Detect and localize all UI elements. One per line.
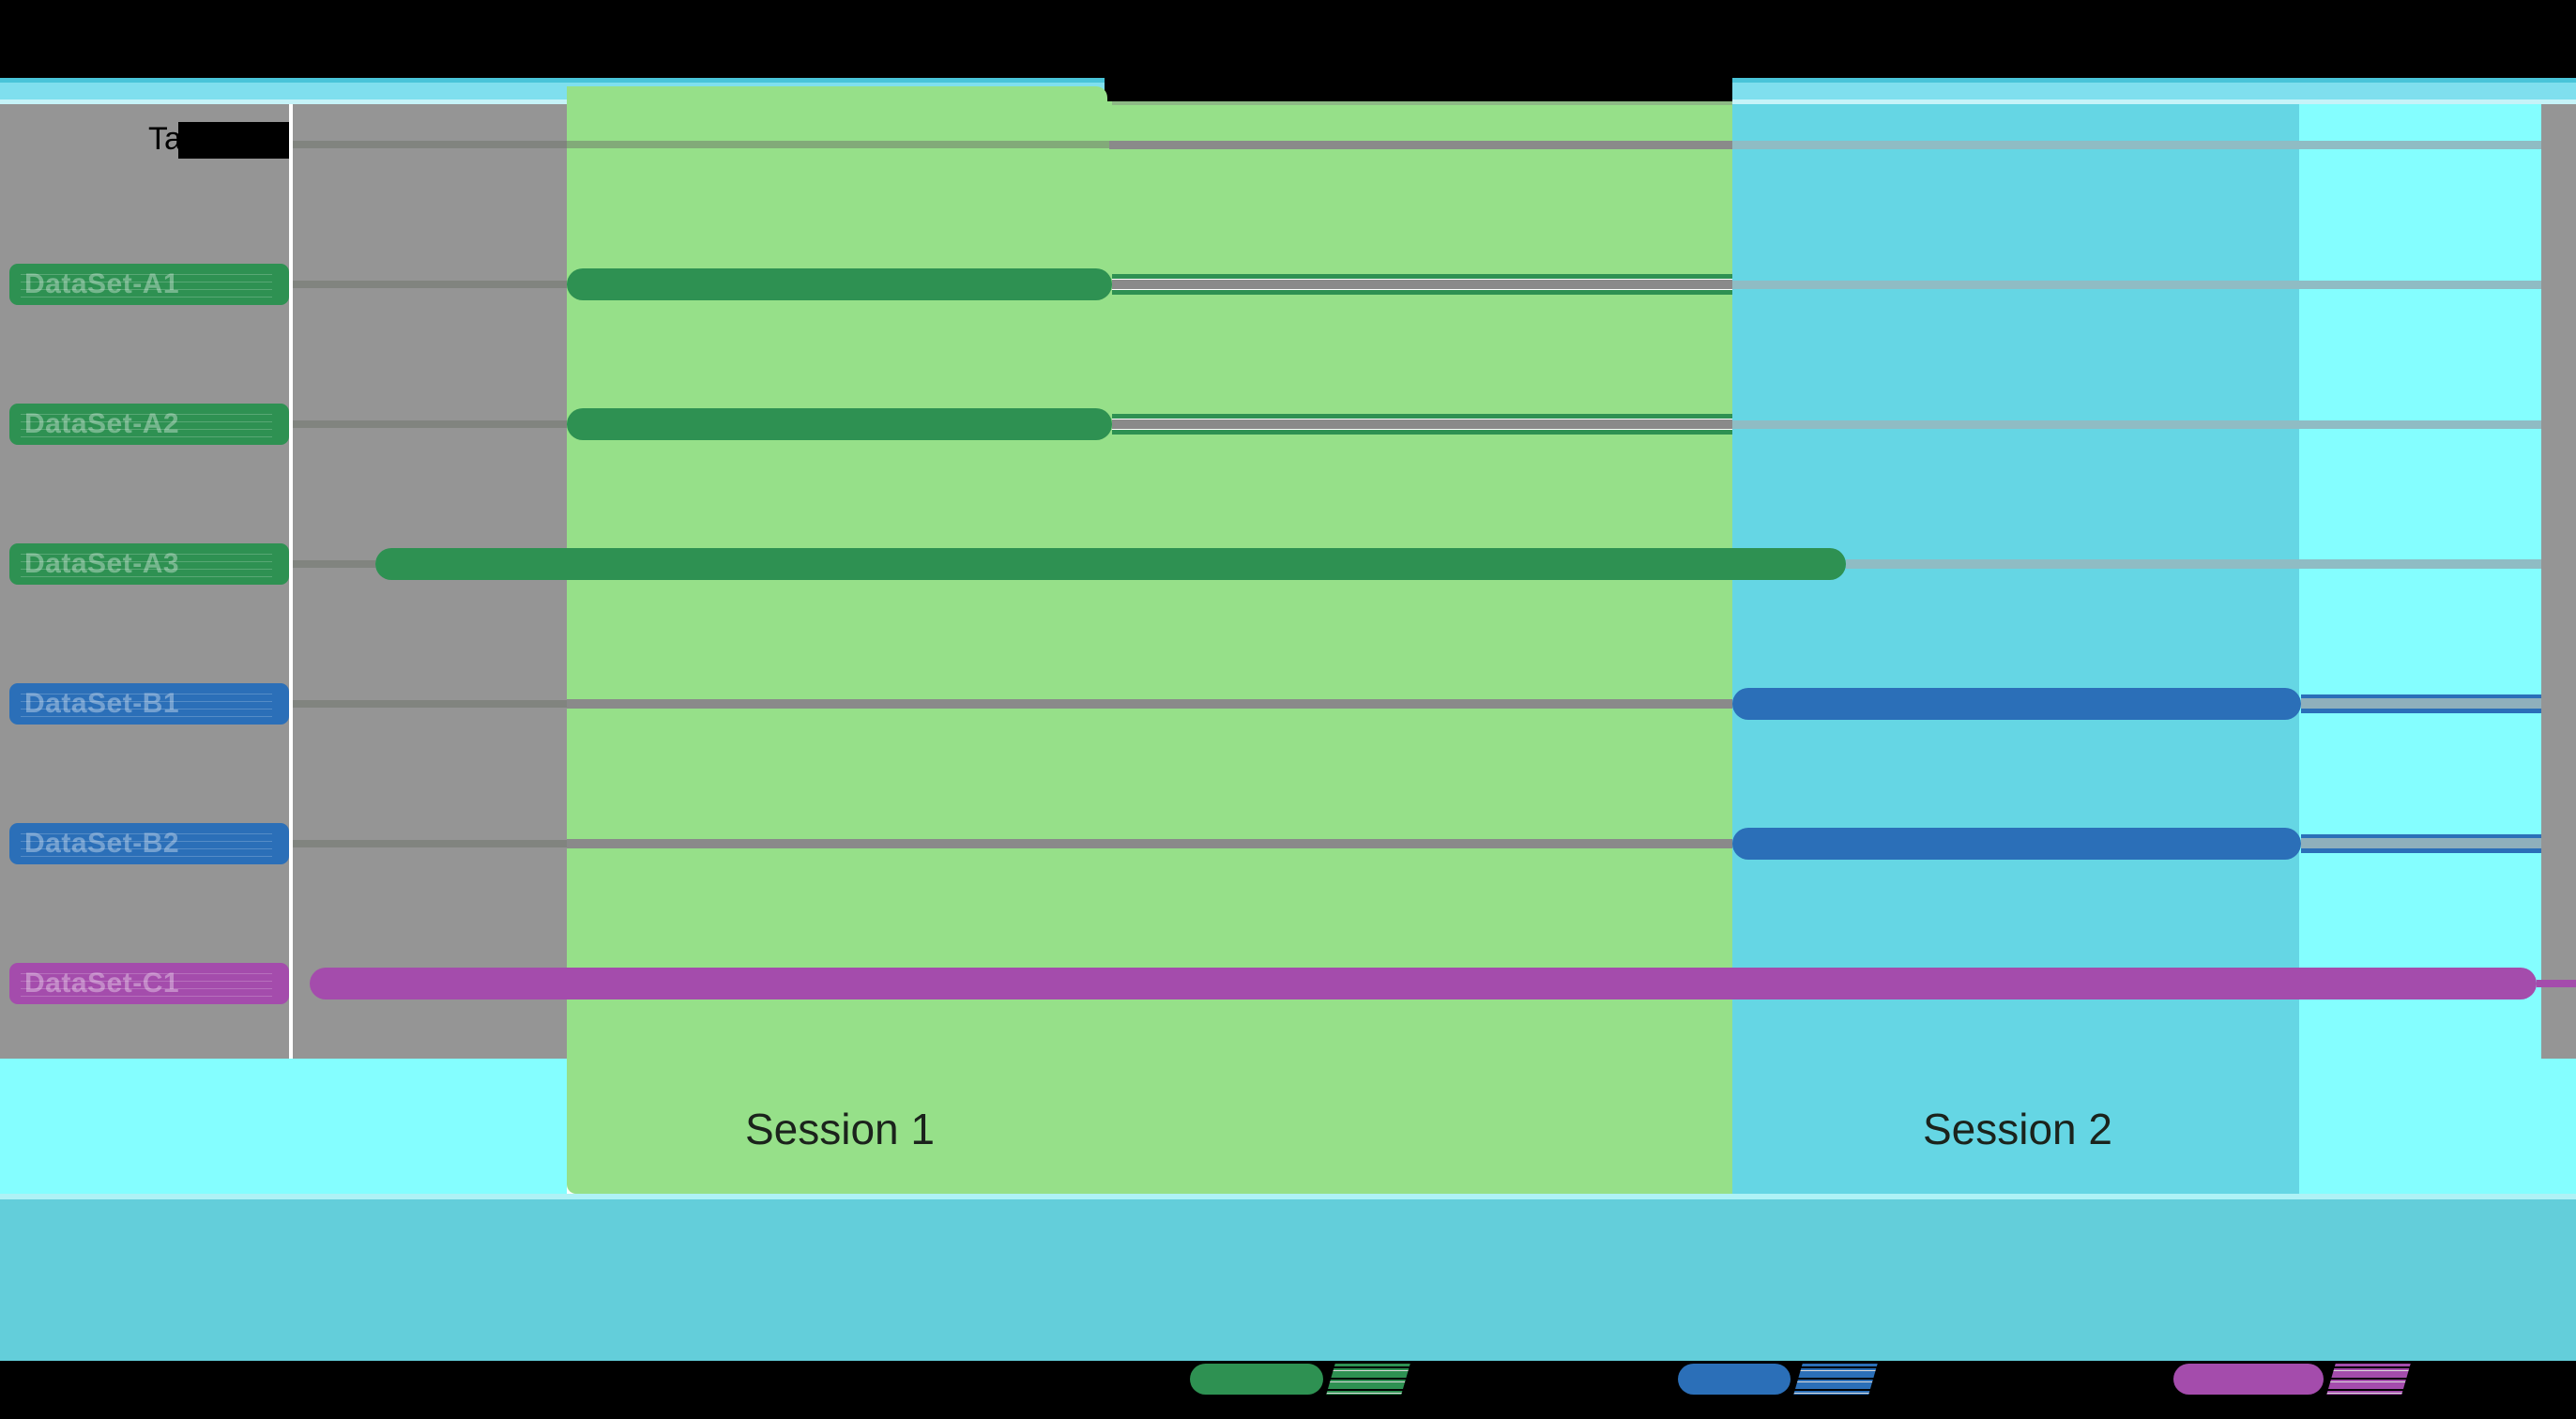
- gantt-bar-DataSet-A2: [567, 408, 1112, 440]
- gridline-left: [293, 700, 567, 708]
- gridline-empty-faint: [293, 141, 1109, 148]
- legend-swatch-2: [2173, 1364, 2324, 1395]
- gridline-mid: [567, 839, 1732, 848]
- task-label-text: DataSet-B1: [24, 683, 179, 725]
- task-label-pill: DataSet-A3: [9, 543, 289, 585]
- gridline-right: [1732, 281, 2541, 289]
- plot-top-edge-line: [1112, 101, 1732, 105]
- task-title-glitch-box: [178, 122, 289, 159]
- gridline-left: [293, 560, 375, 568]
- gridline-left: [293, 281, 567, 288]
- session2-label: Session 2: [1922, 1105, 2112, 1153]
- session2-band: [1732, 104, 2299, 1194]
- task-label-text: DataSet-A1: [24, 264, 179, 305]
- bar-tail-blue: [2301, 694, 2541, 713]
- right-gray-margin: [2541, 104, 2576, 1059]
- task-label-pill: DataSet-C1: [9, 963, 289, 1004]
- gridline-right: [1732, 420, 2541, 429]
- label-column-divider: [289, 104, 293, 1059]
- gridline-empty-gray: [1109, 141, 1732, 149]
- task-label-text: DataSet-C1: [24, 963, 179, 1004]
- session1-band-notch: [567, 86, 1107, 109]
- legend-swatch-0: [1190, 1364, 1323, 1395]
- plot-gray-zone: [293, 104, 567, 1059]
- task-label-text: DataSet-B2: [24, 823, 179, 864]
- gantt-bar-DataSet-A3: [375, 548, 1846, 580]
- bottom-lightcyan-right: [2541, 1059, 2576, 1194]
- task-label-text: DataSet-A2: [24, 404, 179, 445]
- gridline-right: [1846, 559, 2541, 569]
- label-glitch-lines: [20, 547, 273, 581]
- task-label-text: DataSet-A3: [24, 543, 179, 585]
- bottom-lightcyan-left: [0, 1059, 567, 1194]
- gridline-mid: [567, 699, 1732, 709]
- session1-band: [567, 101, 1732, 1194]
- legend-swatch-1: [1678, 1364, 1791, 1395]
- bar-tail-green: [1112, 414, 1732, 435]
- session1-label: Session 1: [744, 1105, 935, 1153]
- top-black-bar: [0, 0, 2576, 78]
- footer-transition-line: [0, 1194, 2576, 1199]
- bar-tail-blue: [2301, 834, 2541, 853]
- gridline-empty-right: [1732, 141, 2541, 149]
- gridline-left: [293, 420, 567, 428]
- top-band-black-gap: [1105, 78, 1732, 101]
- footer-cyan-band: [0, 1199, 2576, 1361]
- legend-glitch-slant-0: [1326, 1364, 1410, 1395]
- bar-tail-purple: [2537, 980, 2576, 987]
- task-label-pill: DataSet-A2: [9, 404, 289, 445]
- gridline-left: [293, 840, 567, 847]
- gantt-bar-DataSet-B2: [1732, 828, 2301, 860]
- gantt-bar-DataSet-B1: [1732, 688, 2301, 720]
- label-glitch-lines: [20, 407, 273, 441]
- label-glitch-lines: [20, 967, 273, 1000]
- label-glitch-lines: [20, 267, 273, 301]
- label-glitch-lines: [20, 827, 273, 861]
- gantt-bar-DataSet-C1: [310, 968, 2537, 999]
- bar-tail-green: [1112, 274, 1732, 295]
- task-label-pill: DataSet-A1: [9, 264, 289, 305]
- task-label-pill: DataSet-B2: [9, 823, 289, 864]
- legend-glitch-slant-1: [1793, 1364, 1878, 1395]
- gantt-bar-DataSet-A1: [567, 268, 1112, 300]
- label-glitch-lines: [20, 687, 273, 721]
- right-lightcyan-column: [2299, 104, 2541, 1194]
- task-label-pill: DataSet-B1: [9, 683, 289, 725]
- legend-glitch-slant-2: [2326, 1364, 2411, 1395]
